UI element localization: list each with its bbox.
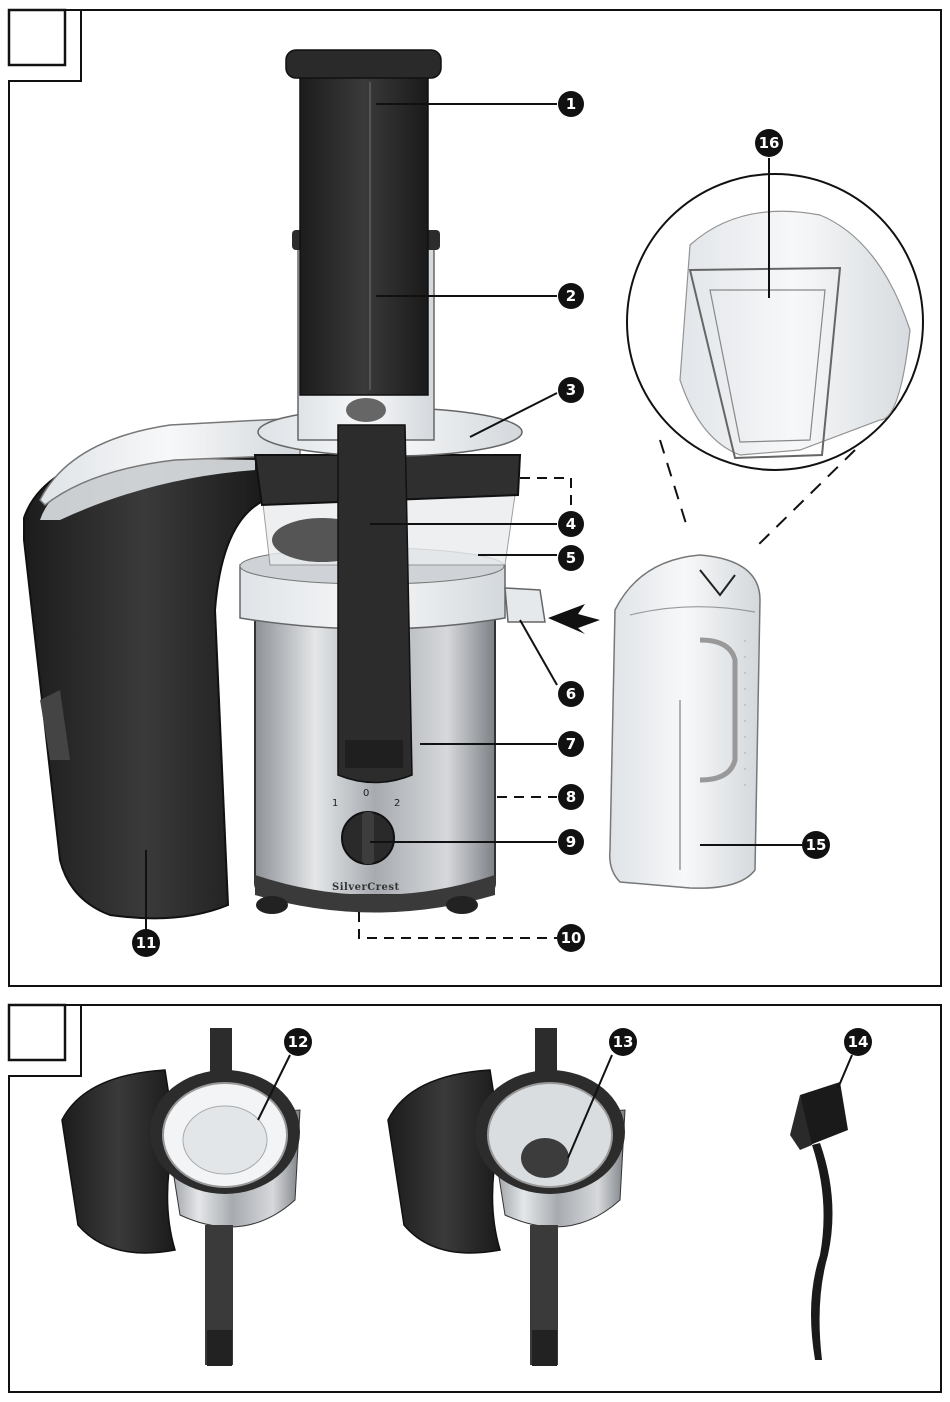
callout-5: 5 <box>558 545 584 571</box>
juice-spout <box>505 588 545 622</box>
cleaning-brush <box>790 1082 848 1360</box>
svg-text:12: 12 <box>288 1033 309 1051</box>
insert-arrow-head <box>548 604 600 634</box>
foot-left <box>256 896 288 914</box>
juice-jug <box>610 555 760 888</box>
svg-text:2: 2 <box>566 287 576 305</box>
food-pusher <box>300 75 428 395</box>
callout-15: 15 <box>802 831 830 859</box>
svg-text:14: 14 <box>848 1033 869 1051</box>
callout-10: 10 <box>557 924 585 952</box>
svg-text:10: 10 <box>561 929 582 947</box>
panel-a-letter-box <box>9 10 65 65</box>
callout-1: 1 <box>558 91 584 117</box>
callout-3: 3 <box>558 377 584 403</box>
panel-b-letter-box <box>9 1005 65 1060</box>
svg-text:9: 9 <box>566 833 576 851</box>
callout-2: 2 <box>558 283 584 309</box>
open-view-filter <box>62 1028 300 1366</box>
svg-text:15: 15 <box>806 836 827 854</box>
svg-text:8: 8 <box>566 788 576 806</box>
pusher-cap <box>286 50 441 78</box>
svg-text:4: 4 <box>566 515 576 533</box>
svg-text:13: 13 <box>613 1033 634 1051</box>
svg-text:7: 7 <box>566 735 576 753</box>
callout-13: 13 <box>609 1028 637 1056</box>
brand-logo: SilverCrest <box>332 882 400 893</box>
svg-text:3: 3 <box>566 381 576 399</box>
svg-text:11: 11 <box>136 934 157 952</box>
safety-clamp <box>338 425 412 783</box>
callout-12: 12 <box>284 1028 312 1056</box>
knob-label-0: 0 <box>363 788 369 799</box>
foot-right <box>446 896 478 914</box>
magnifier-detail <box>627 174 923 548</box>
svg-text:1: 1 <box>566 95 576 113</box>
callout-16: 16 <box>755 129 783 157</box>
knob-label-2: 2 <box>394 798 400 809</box>
callout-9: 9 <box>558 829 584 855</box>
callout-8: 8 <box>558 784 584 810</box>
svg-text:6: 6 <box>566 685 576 703</box>
callout-4: 4 <box>558 511 584 537</box>
callout-11: 11 <box>132 929 160 957</box>
callout-14: 14 <box>844 1028 872 1056</box>
knob-label-1: 1 <box>332 798 338 809</box>
juicer-illustration: SilverCrest 1 0 2 <box>24 50 545 918</box>
callout-7: 7 <box>558 731 584 757</box>
svg-text:5: 5 <box>566 549 576 567</box>
open-view-blade <box>388 1028 625 1366</box>
svg-text:16: 16 <box>759 134 780 152</box>
callout-6: 6 <box>558 681 584 707</box>
pulp-container <box>24 450 265 918</box>
